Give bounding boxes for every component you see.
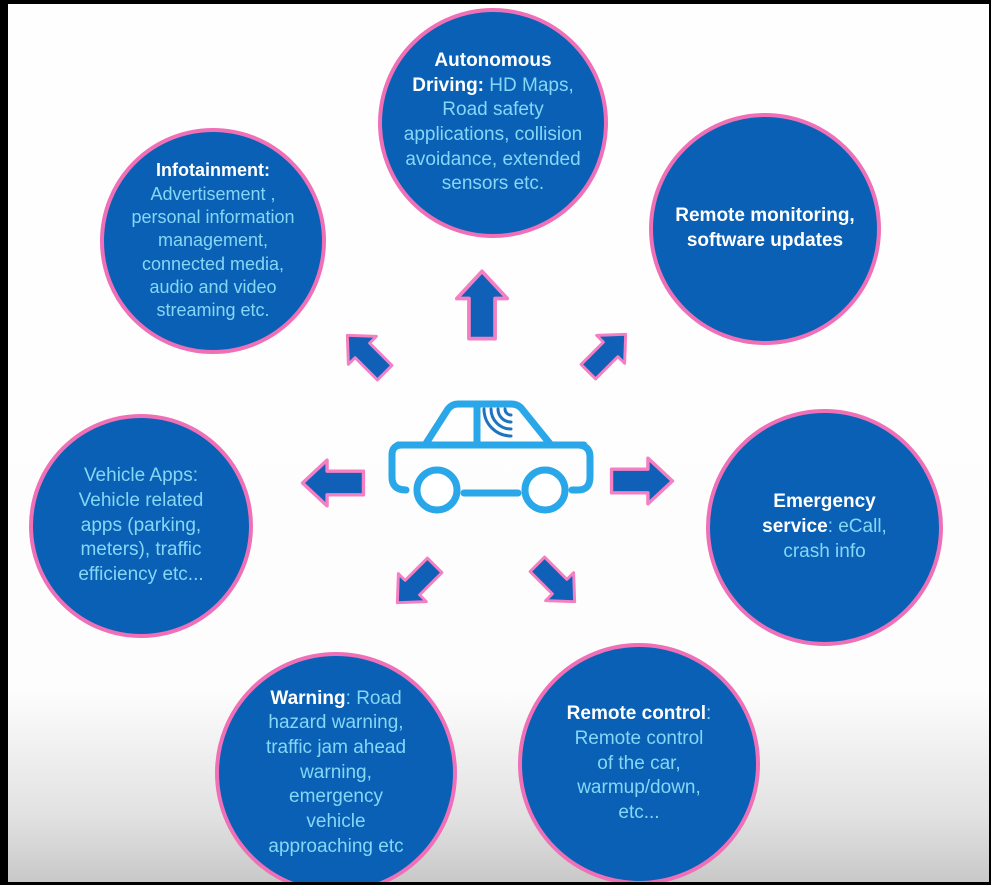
node-emergency-service: Emergency service: eCall, crash info [706,409,943,646]
arrow-down-right-icon [528,555,577,604]
node-warning: Warning: Road hazard warning, traffic ja… [215,652,457,885]
node-remote-monitoring: Remote monitoring, software updates [649,113,881,345]
arrow-left-icon [300,458,366,508]
node-text: Remote control: Remote control of the ca… [567,702,712,825]
node-vehicle-apps: Vehicle Apps: Vehicle related apps (park… [29,414,253,638]
frame-bar-bottom [0,882,991,885]
node-body: Vehicle Apps: Vehicle related apps (park… [78,465,204,586]
arrow-up-icon [454,269,510,341]
car-outline [388,400,594,514]
node-text: Autonomous Driving: HD Maps, Road safety… [404,49,583,197]
node-text: Emergency service: eCall, crash info [762,490,887,564]
node-title: Warning [270,687,346,709]
node-body: : eCall, crash info [783,516,887,562]
node-title: Autonomous Driving: [412,49,552,96]
node-title: Emergency service [762,491,876,538]
wifi-signal-icon [482,407,513,438]
node-body: : Road hazard warning, traffic jam ahead… [265,687,407,857]
arrow-right-icon [609,456,675,506]
node-title: Infotainment: [156,160,270,181]
node-body: HD Maps, Road safety applications, colli… [403,74,583,195]
connected-car-icon [388,400,594,514]
node-body: : Remote control of the car, warmup/down… [574,703,712,824]
arrow-up-left-icon [345,333,394,382]
arrow-down-left-icon [395,556,444,605]
node-text: Infotainment: Advertisement , personal i… [131,159,294,323]
node-text: Remote monitoring, software updates [675,204,854,253]
arrow-up-right-icon [579,332,628,381]
node-remote-control: Remote control: Remote control of the ca… [518,643,760,885]
node-title: Remote monitoring, software updates [675,205,855,251]
node-body: Advertisement , personal information man… [131,183,295,321]
node-text: Vehicle Apps: Vehicle related apps (park… [78,464,203,587]
frame-bar-right [989,0,991,885]
node-infotainment: Infotainment: Advertisement , personal i… [100,128,326,354]
node-text: Warning: Road hazard warning, traffic ja… [266,687,406,860]
frame-bar-left [0,0,8,885]
node-autonomous-driving: Autonomous Driving: HD Maps, Road safety… [378,8,608,238]
node-title: Remote control [566,703,707,725]
frame-bar-top [0,0,991,4]
